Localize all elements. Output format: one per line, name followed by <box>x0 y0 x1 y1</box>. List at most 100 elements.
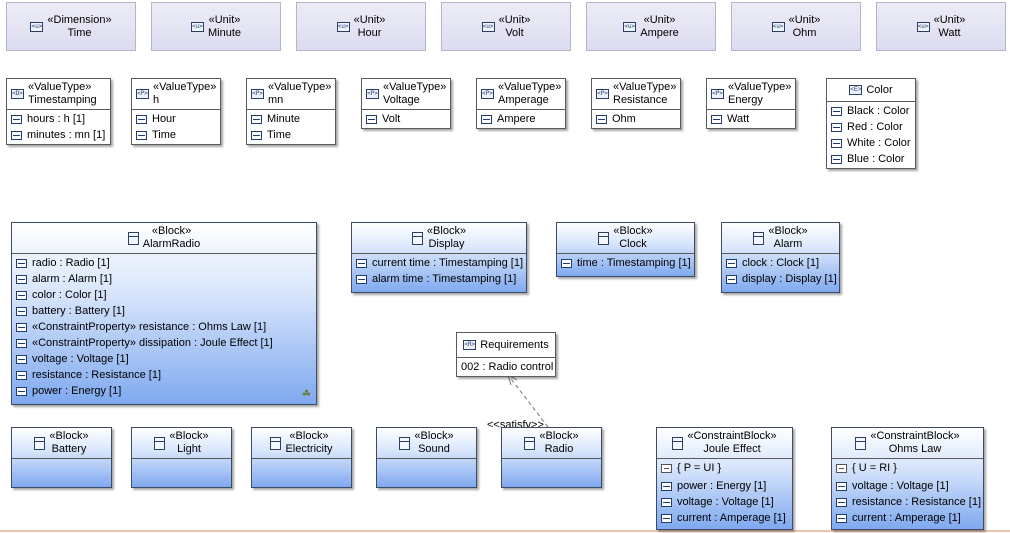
unit-volt-stereotype: «Unit» <box>498 13 531 26</box>
valuetype-energy-row[interactable]: Watt <box>707 111 795 127</box>
block-alarm-compartment: clock : Clock [1]display : Display [1] <box>722 253 839 288</box>
block-alarmradio-row[interactable]: battery : Battery [1] <box>12 303 316 319</box>
valuetype-h-title: «ValueType»h <box>153 81 216 107</box>
unit-minute[interactable]: <u>«Unit»Minute <box>151 2 281 51</box>
valuetype-timestamping-name: Timestamping <box>28 94 97 106</box>
requirements-title: Requirements <box>480 339 548 352</box>
block-alarmradio-row[interactable]: resistance : Resistance [1] <box>12 367 316 383</box>
constraintblock-ohms-row[interactable]: current : Amperage [1] <box>832 510 983 526</box>
unit-hour-name: Hour <box>357 26 382 39</box>
valuetype-mn-row[interactable]: Time <box>247 127 335 143</box>
valuetype-mn-row[interactable]: Minute <box>247 111 335 127</box>
constraintblock-joule-stereotype: «ConstraintBlock» <box>687 430 777 442</box>
block-alarmradio-row[interactable]: «ConstraintProperty» resistance : Ohms L… <box>12 319 316 335</box>
constraintblock-ohms-row[interactable]: resistance : Resistance [1] <box>832 494 983 510</box>
block-alarmradio-row-text: alarm : Alarm [1] <box>32 273 113 285</box>
valuetype-resistance-title: «ValueType»Resistance <box>613 81 676 107</box>
constraintblock-joule-row[interactable]: power : Energy [1] <box>657 478 792 494</box>
enumeration-color-row[interactable]: Red : Color <box>827 119 915 135</box>
block-alarmradio-row[interactable]: color : Color [1] <box>12 287 316 303</box>
block-electricity[interactable]: «Block»Electricity <box>251 427 352 488</box>
enumeration-color-row[interactable]: White : Color <box>827 135 915 151</box>
block-light-stereotype: «Block» <box>169 430 209 442</box>
block-icon <box>270 436 282 450</box>
valuetype-energy-header: <P>«ValueType»Energy <box>707 79 795 109</box>
unit-volt[interactable]: <u>«Unit»Volt <box>441 2 571 51</box>
constraintblock-joule[interactable]: «ConstraintBlock»Joule Effect{ P = UI }p… <box>656 427 793 530</box>
block-display-row[interactable]: alarm time : Timestamping [1] <box>352 271 526 287</box>
unit-ampere-header: <u>«Unit»Ampere <box>619 12 683 42</box>
block-alarm-property-icon <box>726 274 737 284</box>
constraint-expression[interactable]: { U = RI } <box>832 460 983 476</box>
valuetype-mn-row-text: Minute <box>267 113 301 125</box>
valuetype-amperage-row[interactable]: Ampere <box>477 111 565 127</box>
unit-ohm[interactable]: <u>«Unit»Ohm <box>731 2 861 51</box>
block-icon <box>34 436 46 450</box>
constraintblock-ohms[interactable]: «ConstraintBlock»Ohms Law{ U = RI }volta… <box>831 427 984 530</box>
block-alarm-row[interactable]: clock : Clock [1] <box>722 255 839 271</box>
block-battery-empty-compartment <box>12 458 111 487</box>
requirement-row[interactable]: 002 : Radio control <box>457 359 555 375</box>
enumeration-color-property-icon <box>831 122 842 132</box>
valuetype-voltage-header: <P>«ValueType»Voltage <box>362 79 450 109</box>
valuetype-timestamping-row[interactable]: minutes : mn [1] <box>7 127 110 143</box>
valuetype-resistance-row[interactable]: Ohm <box>592 111 680 127</box>
block-light[interactable]: «Block»Light <box>131 427 232 488</box>
unit-watt-header: <u>«Unit»Watt <box>913 12 970 42</box>
unit-watt-title: «Unit»Watt <box>934 14 966 40</box>
constraintblock-joule-constraint-compartment: { P = UI } <box>657 458 792 477</box>
block-alarm-row[interactable]: display : Display [1] <box>722 271 839 287</box>
block-sound[interactable]: «Block»Sound <box>376 427 477 488</box>
valuetype-h-row[interactable]: Time <box>132 127 220 143</box>
valuetype-voltage-compartment: Volt <box>362 109 450 128</box>
block-radio[interactable]: «Block»Radio <box>501 427 602 488</box>
block-display-row[interactable]: current time : Timestamping [1] <box>352 255 526 271</box>
block-clock-row[interactable]: time : Timestamping [1] <box>557 255 694 271</box>
valuetype-h-row[interactable]: Hour <box>132 111 220 127</box>
decomposition-icon[interactable]: ☘ <box>302 389 311 400</box>
enumeration-color-property-icon <box>831 154 842 164</box>
enumeration-color-row[interactable]: Black : Color <box>827 103 915 119</box>
block-alarmradio-row[interactable]: radio : Radio [1] <box>12 255 316 271</box>
valuetype-voltage-row[interactable]: Volt <box>362 111 450 127</box>
constraint-expression[interactable]: { P = UI } <box>657 460 792 476</box>
block-alarmradio-row[interactable]: power : Energy [1] <box>12 383 316 399</box>
block-alarmradio-property-icon <box>16 290 27 300</box>
valuetype-timestamping-property-icon <box>11 130 22 140</box>
block-alarmradio-row-text: color : Color [1] <box>32 289 107 301</box>
block-alarmradio-row[interactable]: alarm : Alarm [1] <box>12 271 316 287</box>
block-battery[interactable]: «Block»Battery <box>11 427 112 488</box>
block-display-row-text: alarm time : Timestamping [1] <box>372 273 517 285</box>
requirements-compartment: 002 : Radio control <box>457 357 555 376</box>
block-display-property-icon <box>356 258 367 268</box>
unit-watt[interactable]: <u>«Unit»Watt <box>876 2 1006 51</box>
valuetype-timestamping-compartment: hours : h [1]minutes : mn [1] <box>7 109 110 144</box>
valuetype-timestamping-row[interactable]: hours : h [1] <box>7 111 110 127</box>
block-battery-name: Battery <box>51 443 87 455</box>
block-alarmradio-row[interactable]: voltage : Voltage [1] <box>12 351 316 367</box>
constraintblock-joule-row[interactable]: current : Amperage [1] <box>657 510 792 526</box>
unit-ampere[interactable]: <u>«Unit»Ampere <box>586 2 716 51</box>
enumeration-color-row[interactable]: Blue : Color <box>827 151 915 167</box>
unit-time[interactable]: <u>«Dimension»Time <box>6 2 136 51</box>
constraintblock-ohms-row[interactable]: voltage : Voltage [1] <box>832 478 983 494</box>
block-display-row-text: current time : Timestamping [1] <box>372 257 523 269</box>
constraintblock-joule-row[interactable]: voltage : Voltage [1] <box>657 494 792 510</box>
unit-hour[interactable]: <u>«Unit»Hour <box>296 2 426 51</box>
valuetype-h-row-text: Time <box>152 129 177 141</box>
block-alarmradio-row[interactable]: «ConstraintProperty» dissipation : Joule… <box>12 335 316 351</box>
